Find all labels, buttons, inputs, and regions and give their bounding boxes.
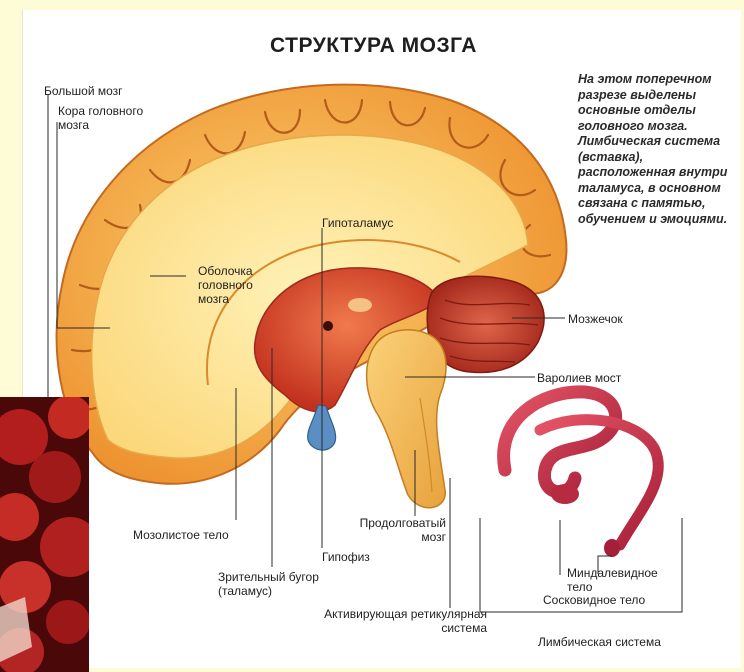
label-mammillary: Сосковидное тело bbox=[543, 593, 645, 607]
label-cerebellum: Мозжечок bbox=[568, 312, 623, 326]
label-limbic: Лимбическая система bbox=[538, 635, 661, 649]
label-medulla: Продолговатый мозг bbox=[346, 516, 446, 544]
label-cerebrum: Большой мозг bbox=[44, 84, 123, 98]
label-amygdala: Миндалевидное тело bbox=[567, 566, 677, 594]
description-note: На этом поперечном разрезе выделены осно… bbox=[578, 72, 728, 227]
label-pituitary: Гипофиз bbox=[322, 550, 370, 564]
neuron-photo-graphic bbox=[0, 397, 89, 672]
label-corpus-callosum: Мозолистое тело bbox=[133, 528, 229, 542]
page-title: СТРУКТУРА МОЗГА bbox=[270, 34, 477, 58]
label-cortex: Кора головного мозга bbox=[58, 104, 158, 132]
thalamus-highlight bbox=[348, 298, 372, 312]
label-hypothalamus: Гипоталамус bbox=[322, 216, 393, 230]
limbic-system-shape bbox=[504, 392, 659, 557]
label-pons: Варолиев мост bbox=[537, 371, 621, 385]
label-reticular: Активирующая ретикулярная система bbox=[287, 607, 487, 635]
thalamus-dot bbox=[323, 321, 333, 331]
label-thalamus: Зрительный бугор (таламус) bbox=[218, 570, 328, 598]
inset-photo bbox=[0, 397, 89, 672]
brainstem-shape bbox=[367, 330, 446, 508]
label-membrane: Оболочка головного мозга bbox=[198, 264, 276, 306]
